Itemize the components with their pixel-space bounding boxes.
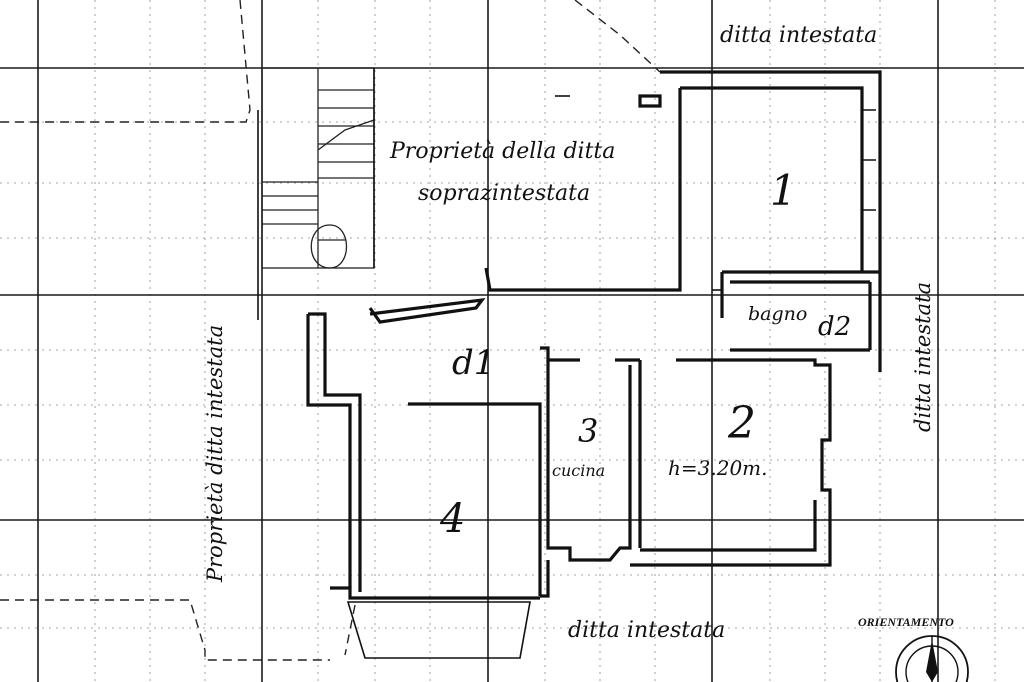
label-right-vertical: ditta intestata (911, 282, 935, 432)
apartment-walls (306, 70, 882, 659)
label-upper-room: Proprietà della ditta (389, 139, 615, 164)
label-room-4: 4 (439, 496, 465, 542)
label-bottom: ditta intestata (568, 618, 725, 643)
property-boundaries (0, 0, 661, 661)
label-height: h=3.20m. (668, 456, 768, 480)
staircase (257, 67, 375, 320)
label-kitchen: cucina (552, 461, 605, 480)
label-left-vertical: Proprietà ditta intestata (203, 325, 227, 583)
label-d2: d2 (818, 312, 851, 342)
label-room-1: 1 (770, 166, 797, 215)
label-bathroom: bagno (748, 303, 807, 325)
label-hall-d1: d1 (452, 343, 495, 383)
north-compass-icon (895, 635, 969, 682)
label-room-2: 2 (727, 398, 756, 449)
label-room-3: 3 (578, 412, 598, 450)
label-orientation: ORIENTAMENTO (858, 615, 954, 629)
label-top-right: ditta intestata (720, 23, 877, 48)
label-upper-room-2: soprazintestata (418, 181, 590, 206)
